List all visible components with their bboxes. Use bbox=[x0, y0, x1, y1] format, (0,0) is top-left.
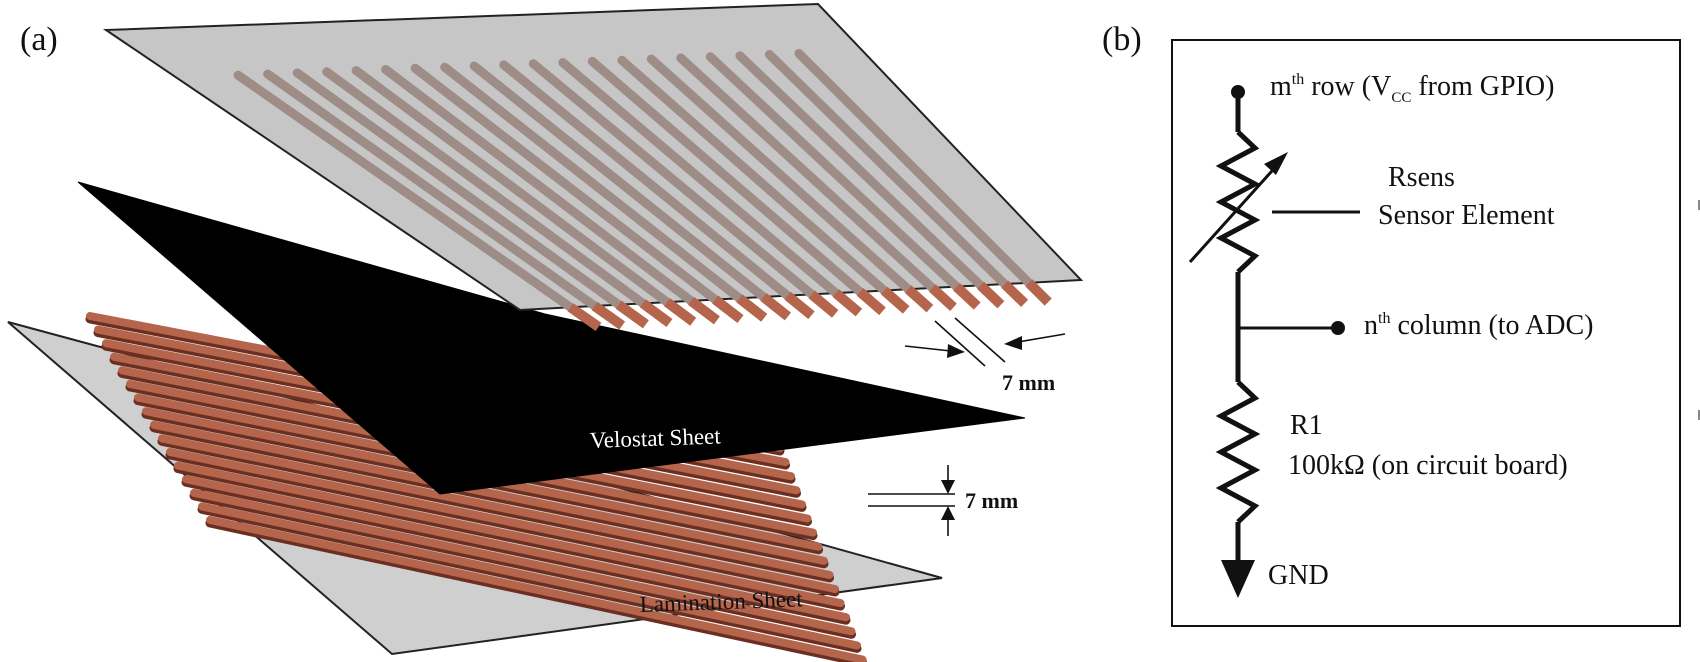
r1-description: 100kΩ (on circuit board) bbox=[1288, 450, 1568, 481]
top-copper-strip bbox=[440, 62, 744, 303]
top-copper-strip bbox=[322, 67, 648, 308]
ground-arrow bbox=[1221, 560, 1255, 598]
top-copper-strip bbox=[646, 54, 913, 294]
top-copper-strip bbox=[263, 69, 600, 311]
column-node bbox=[1331, 321, 1345, 335]
top-copper-strip bbox=[292, 68, 624, 310]
lamination-sheet-label: Lamination Sheet bbox=[639, 586, 803, 617]
top-copper-strip bbox=[233, 70, 575, 312]
top-copper-strip bbox=[469, 61, 768, 302]
top-copper-strip-tip bbox=[639, 299, 673, 328]
top-copper-strip-tip bbox=[784, 291, 815, 320]
top-copper-strip-tip bbox=[904, 285, 934, 313]
top-copper-strip bbox=[617, 55, 889, 295]
row-label: mth row (VCC from GPIO) bbox=[1270, 71, 1554, 106]
top-copper-strip-tip bbox=[567, 303, 602, 331]
top-copper-strip bbox=[410, 63, 720, 305]
top-copper-strip-tip bbox=[688, 296, 720, 325]
r1-name: R1 bbox=[1290, 410, 1323, 441]
top-copper-strip-tip bbox=[832, 289, 863, 317]
top-copper-strip-tip bbox=[880, 286, 910, 314]
dimension-bottom: 7 mm bbox=[868, 465, 1018, 536]
top-copper-strip bbox=[351, 66, 672, 307]
panel-a: (a) Lamination Sheet Velostat Sheet 7 mm bbox=[7, 2, 1084, 662]
r1-resistor-symbol bbox=[1215, 380, 1261, 524]
bottom-copper-strip bbox=[189, 488, 856, 639]
panel-b: (b) mth row (VCC from GPIO) Rsens Sensor… bbox=[1102, 21, 1700, 627]
top-copper-strip bbox=[705, 52, 961, 292]
bottom-copper-strip bbox=[197, 502, 862, 653]
top-copper-strip-tip bbox=[928, 284, 957, 311]
top-copper-strip-tip bbox=[1025, 279, 1052, 306]
panel-b-label: (b) bbox=[1102, 21, 1142, 58]
gnd-label: GND bbox=[1268, 560, 1329, 591]
top-copper-strip bbox=[587, 56, 865, 297]
top-copper-strip-tip bbox=[808, 290, 839, 318]
dimension-top: 7 mm bbox=[904, 317, 1066, 395]
bottom-copper-strip bbox=[165, 448, 840, 597]
top-copper-strips bbox=[233, 48, 1052, 331]
column-label: nth column (to ADC) bbox=[1364, 310, 1593, 341]
top-copper-strip-tip bbox=[977, 281, 1005, 309]
top-copper-strip bbox=[794, 48, 1034, 288]
variable-arrow-head bbox=[1264, 152, 1288, 175]
bottom-copper-strip bbox=[173, 461, 845, 611]
rsens-description: Sensor Element bbox=[1378, 200, 1555, 231]
bottom-copper-strip bbox=[149, 420, 829, 569]
top-copper-strip-tip bbox=[856, 288, 886, 316]
circuit-frame bbox=[1171, 39, 1681, 627]
top-copper-strip-tip bbox=[712, 295, 744, 324]
top-copper-strip bbox=[676, 53, 937, 293]
top-copper-strip-tip bbox=[760, 293, 792, 321]
top-copper-strip-tip bbox=[664, 298, 697, 326]
variable-arrow bbox=[1188, 160, 1282, 264]
rsens-resistor-symbol bbox=[1215, 130, 1261, 274]
top-copper-strip-tip bbox=[736, 294, 768, 322]
rsens-name: Rsens bbox=[1388, 162, 1455, 193]
panel-a-label: (a) bbox=[20, 21, 58, 58]
velostat-sheet-label: Velostat Sheet bbox=[589, 423, 721, 453]
top-copper-strip bbox=[735, 51, 986, 290]
top-copper-strip bbox=[764, 50, 1010, 289]
top-copper-strip-tip bbox=[1001, 280, 1029, 307]
top-copper-strip-tip bbox=[953, 283, 981, 310]
velostat-sheet bbox=[77, 181, 1026, 495]
top-copper-strip bbox=[558, 58, 841, 298]
dimension-bottom-label: 7 mm bbox=[965, 488, 1018, 513]
top-copper-strip-tip bbox=[615, 300, 649, 329]
bottom-copper-strip bbox=[205, 516, 867, 662]
bottom-copper-strip bbox=[181, 475, 851, 625]
bottom-copper-strip bbox=[157, 434, 834, 583]
top-copper-strip-tip bbox=[591, 301, 626, 330]
dimension-top-label: 7 mm bbox=[1002, 370, 1055, 395]
top-copper-strip bbox=[499, 60, 793, 301]
top-copper-strip bbox=[528, 59, 817, 299]
top-copper-strip bbox=[381, 65, 696, 306]
